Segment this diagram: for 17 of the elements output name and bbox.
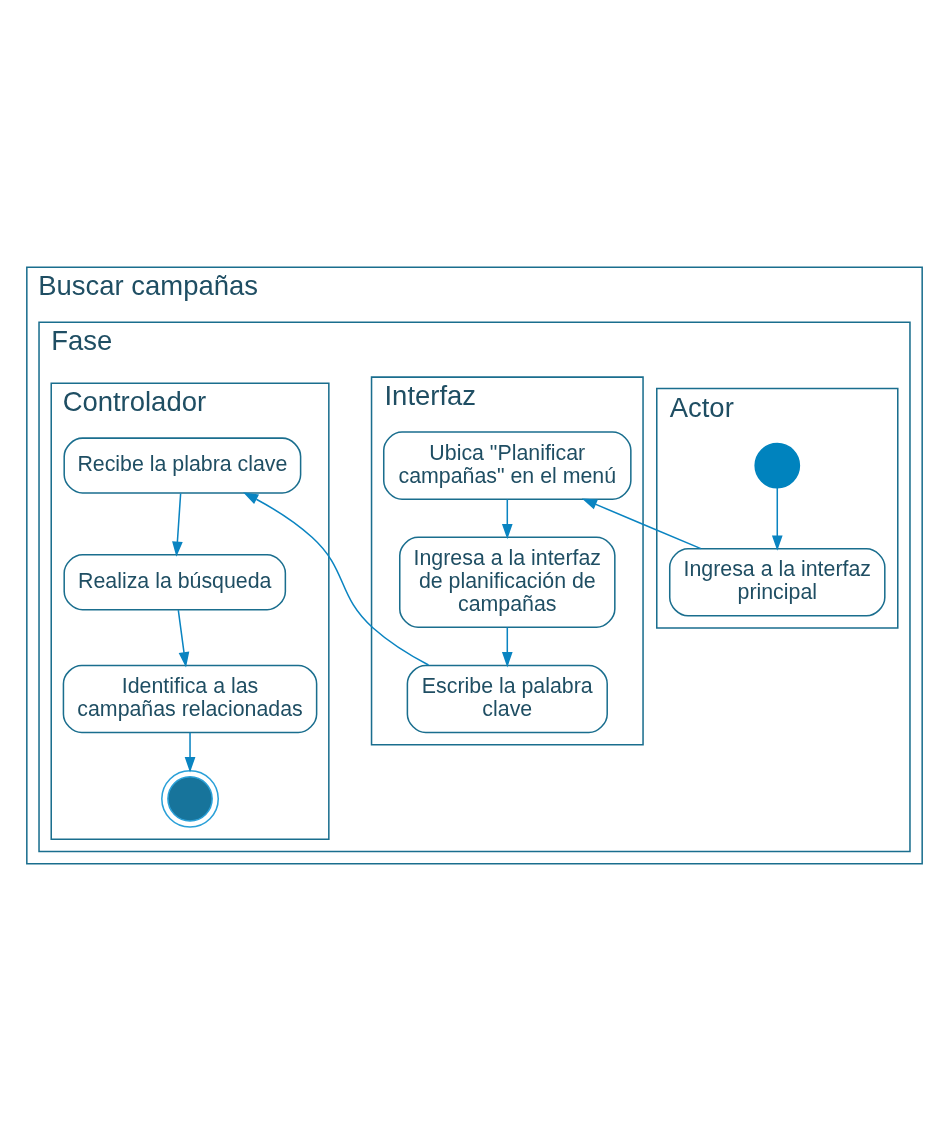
arrow [501,626,513,668]
node-box: Recibe la plabra clave [63,437,302,494]
arrow [184,731,196,773]
node-box: Escribe la palabra clave [406,664,608,734]
node-box: Ubica "Planificar campañas" en el menú [382,431,632,500]
arrow [172,492,183,557]
arrow [501,498,513,540]
arrow [243,492,430,666]
arrow [771,487,783,551]
node-box: Ingresa a la interfaz de planificación de campañas [399,536,616,629]
node-circle [754,442,801,489]
node-box: Ingresa a la interfaz principal [668,547,886,617]
arrow [581,498,702,550]
node-box: Identifica a las campañas relacionadas [62,664,318,734]
arrow [177,609,190,668]
node-box: Realiza la búsqueda [63,554,287,611]
node-circle [161,769,219,828]
